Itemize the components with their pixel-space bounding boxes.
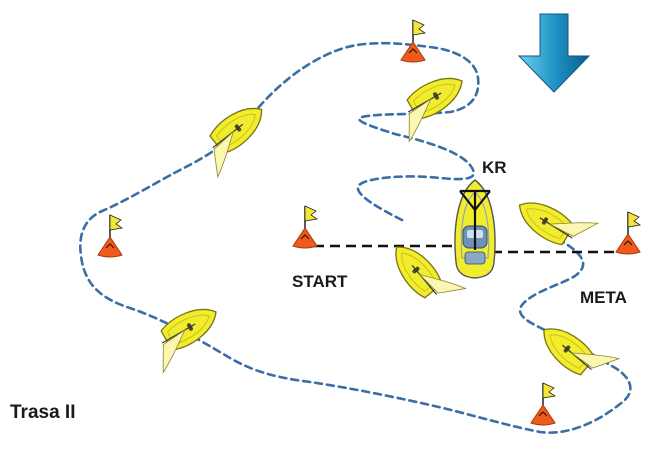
buoy-left [97,214,123,258]
route-name-label: Trasa II [10,402,76,423]
buoy-bottom [530,382,556,426]
start-label: START [292,272,348,291]
finish-label: META [580,288,627,307]
buoy-finish [615,211,641,255]
sailboat-1 [191,97,279,178]
buoy-top [400,19,426,63]
sailboat-3 [384,229,467,316]
sailboat-2 [388,67,476,143]
wind-direction-arrow-icon [517,13,591,93]
sailboat-4 [511,182,599,259]
committee-boat-label: KR [482,158,507,177]
sailboat-6 [533,309,620,391]
buoy-start [292,205,318,249]
course-route-line [79,41,632,434]
committee-motorboat-icon [454,179,496,279]
sailboat-5 [142,298,230,374]
